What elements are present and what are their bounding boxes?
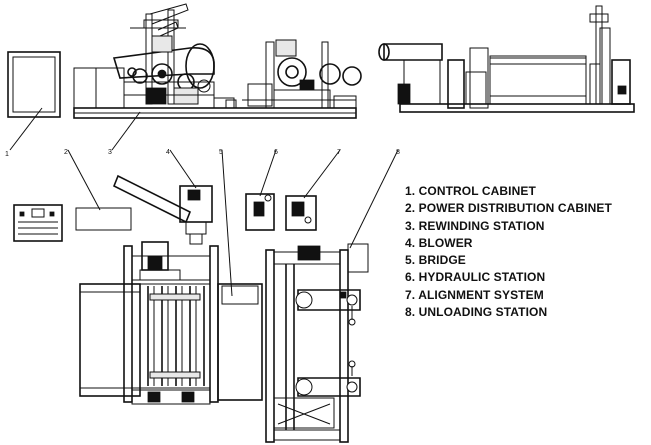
legend-item-alignment-system: 7. ALIGNMENT SYSTEM <box>405 287 544 302</box>
callout-2: 2 <box>64 149 68 156</box>
legend-item-hydraulic-station: 6. HYDRAULIC STATION <box>405 270 546 285</box>
legend-list: 1. CONTROL CABINET 2. POWER DISTRIBUTION… <box>405 183 612 321</box>
callout-3: 3 <box>108 149 112 156</box>
hydraulic-station <box>245 193 275 231</box>
bridge <box>217 283 263 401</box>
legend-item-control-cabinet: 1. CONTROL CABINET <box>405 184 536 198</box>
plan-view <box>9 107 399 443</box>
callout-8: 8 <box>396 149 400 156</box>
control-cabinet-front-view <box>7 51 61 118</box>
callout-1: 1 <box>5 151 9 158</box>
legend-item-bridge: 5. BRIDGE <box>405 253 466 268</box>
callout-leaders <box>9 107 399 297</box>
legend-item-power-distribution-cabinet: 2. POWER DISTRIBUTION CABINET <box>405 201 612 216</box>
legend-item-blower: 4. BLOWER <box>405 235 473 250</box>
side-elevation-view <box>7 3 362 119</box>
front-elevation-view <box>378 5 635 113</box>
callout-6: 6 <box>274 149 278 156</box>
callout-numbers: 1 2 3 4 5 6 7 8 <box>5 149 400 158</box>
control-cabinet-plan <box>13 204 63 242</box>
alignment-system <box>285 195 317 231</box>
legend-item-unloading-station: 8. UNLOADING STATION <box>405 305 548 320</box>
callout-5: 5 <box>219 149 223 156</box>
power-distribution-cabinet <box>75 207 132 231</box>
unloading-station <box>265 243 369 443</box>
callout-4: 4 <box>166 149 170 156</box>
legend-item-rewinding-station: 3. REWINDING STATION <box>405 218 545 233</box>
callout-7: 7 <box>337 149 341 156</box>
blower-plan <box>112 174 213 245</box>
